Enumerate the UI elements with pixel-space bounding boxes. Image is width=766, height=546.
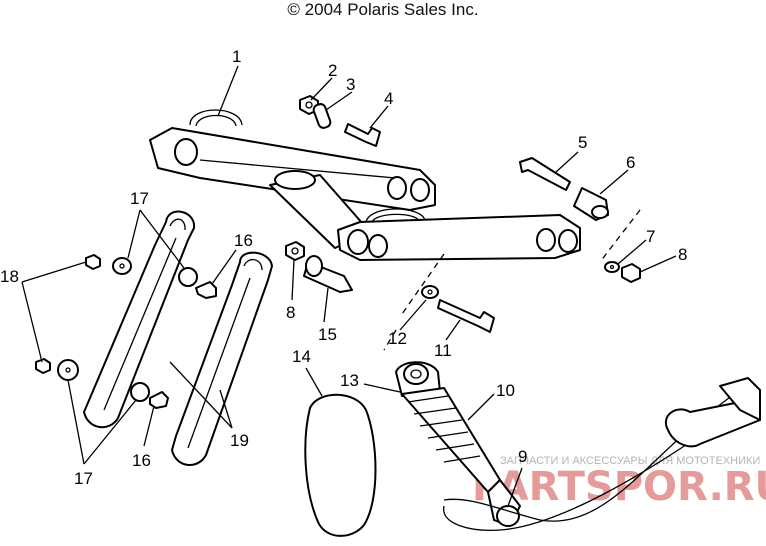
part-7-washer (604, 261, 620, 273)
part-3-bushing (312, 103, 332, 129)
callout-19: 19 (230, 431, 249, 450)
callout-4: 4 (384, 89, 393, 108)
part-11-bolt (437, 299, 495, 333)
part-17-washer-bottom-left (57, 359, 79, 381)
part-17-washer-top (112, 257, 132, 275)
callout-1: 1 (232, 47, 241, 66)
part-15-bushing (303, 255, 353, 293)
callout-2: 2 (328, 61, 337, 80)
callout-5: 5 (578, 133, 587, 152)
leader-lines (21, 65, 677, 507)
part-5-bolt (519, 157, 571, 191)
part-18-nut-top (85, 254, 101, 270)
callout-14: 14 (292, 347, 311, 366)
callout-8-right: 8 (678, 245, 687, 264)
callout-15: 15 (318, 325, 337, 344)
part-16-bolt-top (195, 281, 217, 299)
alignment-lines (383, 209, 641, 351)
callouts: 1 2 3 4 5 6 7 8 8 9 10 11 12 13 14 15 16… (0, 47, 687, 488)
callout-13: 13 (340, 371, 359, 390)
part-19-link-right (171, 251, 273, 466)
part-4-bolt (344, 123, 381, 147)
callout-11: 11 (434, 341, 452, 360)
part-1-swing-arm (149, 109, 581, 261)
part-10-shock-absorber (395, 361, 521, 527)
copyright-text: © 2004 Polaris Sales Inc. (287, 0, 479, 19)
callout-12: 12 (388, 329, 407, 348)
part-19-link-left (83, 210, 196, 428)
callout-6: 6 (626, 153, 635, 172)
part-8-nut-left (285, 241, 305, 261)
part-8-nut-right (621, 263, 641, 283)
part-16-bolt-bottom (149, 391, 169, 409)
callout-17-top: 17 (130, 189, 149, 208)
part-14-boot (304, 393, 377, 537)
callout-8-left: 8 (286, 303, 295, 322)
part-6-bushing (573, 187, 609, 221)
callout-3: 3 (346, 75, 355, 94)
part-17-washer-bottom-mid (130, 382, 150, 402)
part-9-strap (443, 377, 761, 531)
callout-7: 7 (646, 227, 655, 246)
part-12-washer (421, 285, 439, 299)
callout-9: 9 (518, 447, 527, 466)
callout-18: 18 (0, 267, 19, 286)
part-17-washer-mid (178, 267, 198, 287)
callout-16-top: 16 (234, 231, 253, 250)
callout-16-bottom: 16 (132, 451, 151, 470)
callout-10: 10 (496, 381, 515, 400)
watermark-tagline: ЗАПЧАСТИ И АКСЕССУАРЫ ДЛЯ МОТОТЕХНИКИ (500, 455, 760, 467)
part-18-nut-bottom (35, 358, 51, 374)
callout-17-bottom: 17 (74, 469, 93, 488)
